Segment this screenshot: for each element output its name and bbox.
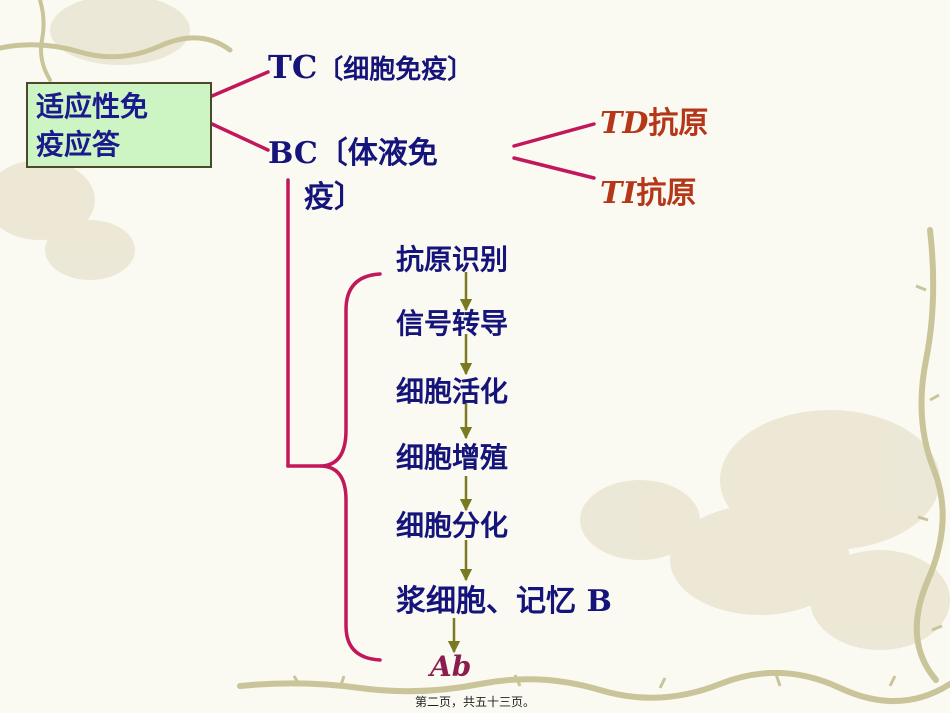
bc-node: BC〔体液免 疫〕: [268, 132, 438, 220]
adaptive-immune-response-box: 适应性免 疫应答: [26, 82, 212, 168]
brace: [319, 272, 382, 662]
bc-description-line1: 〔体液免: [317, 136, 438, 171]
step-cell-proliferation: 细胞增殖: [396, 441, 509, 474]
step-cell-activation: 细胞活化: [396, 375, 509, 408]
line-bc-to-td: [512, 122, 596, 148]
root-label-line2: 疫应答: [36, 128, 121, 161]
step-antigen-recognition: 抗原识别: [396, 243, 509, 276]
line-root-to-bc: [210, 122, 270, 152]
tc-description: 〔细胞免疫〕: [317, 55, 474, 85]
td-label: 抗原: [648, 106, 709, 141]
step-plasma-memory-cells: 浆细胞、记忆 B: [396, 584, 612, 619]
td-code: TD: [600, 106, 649, 141]
tc-node: TC〔细胞免疫〕: [268, 48, 473, 86]
bc-code: BC: [268, 136, 318, 171]
bc-description-line2: 疫〕: [304, 180, 364, 215]
line-root-to-tc: [210, 70, 270, 98]
step-signal-transduction: 信号转导: [396, 307, 509, 340]
step-cell-differentiation: 细胞分化: [396, 509, 509, 542]
ti-antigen-node: TI抗原: [600, 168, 696, 212]
page-footer: 第二页，共五十三页。: [414, 695, 535, 709]
tc-code: TC: [268, 48, 318, 86]
ti-label: 抗原: [636, 176, 697, 211]
td-antigen-node: TD抗原: [600, 98, 708, 142]
line-bc-to-ti: [512, 156, 596, 180]
ti-code: TI: [600, 176, 637, 211]
root-label-line1: 适应性免: [36, 90, 149, 123]
antibody-label: Ab: [430, 650, 472, 683]
